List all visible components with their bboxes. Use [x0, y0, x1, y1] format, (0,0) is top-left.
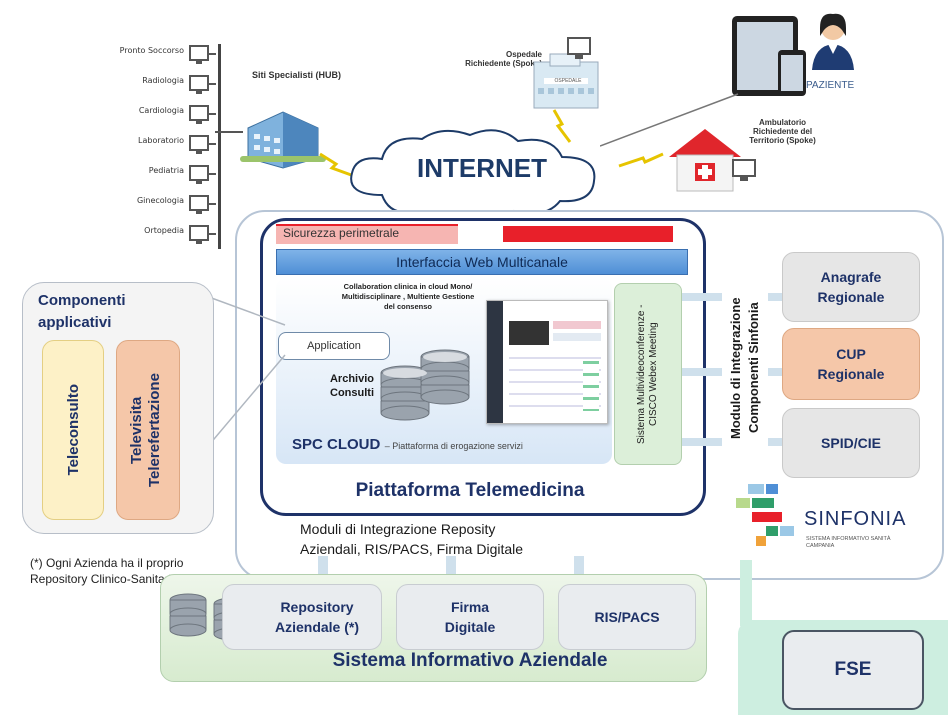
monitor-icon — [189, 195, 216, 214]
internet-label: INTERNET — [417, 153, 547, 183]
note-text: (*) Ogni Azienda ha il proprio Repositor… — [30, 556, 184, 586]
arrow-connector — [768, 438, 784, 446]
moduli-line-2: Aziendali, RIS/PACS, Firma Digitale — [300, 541, 524, 557]
sinfonia-logo: SINFONIA — [804, 508, 907, 530]
sicurezza-red-bar — [503, 226, 673, 242]
modulo-sinfonia-label: Modulo di Integrazione Componenti Sinfon… — [728, 296, 761, 439]
arrow-connector — [318, 556, 328, 586]
archivio-consulti-label: Archivio Consulti — [329, 373, 374, 399]
computer-icon — [732, 159, 756, 181]
rispacs-label: RIS/PACS — [594, 609, 660, 625]
clinic-house-icon — [669, 129, 741, 192]
televisita-box: Televisita Telerefertazione — [116, 340, 180, 520]
cup-box: CUP Regionale — [782, 328, 920, 400]
arrow-connector — [682, 293, 722, 301]
teleconsulto-box: Teleconsulto — [42, 340, 104, 520]
telemedicina-platform-frame — [260, 218, 706, 516]
monitor-icon — [189, 225, 216, 244]
site-label: Ginecologia — [136, 196, 184, 205]
hospital-sign: OSPEDALE — [554, 78, 582, 84]
sinfonia-logo-icon — [736, 484, 794, 546]
anagrafe-label: Anagrafe Regionale — [817, 269, 885, 305]
sicurezza-perimetrale-label: Sicurezza perimetrale — [283, 226, 400, 240]
arrow-connector — [574, 556, 584, 586]
lightning-icon — [319, 152, 355, 178]
firma-digitale-box: Firma Digitale — [396, 584, 544, 650]
ambulatorio-label: Ambulatorio Richiedente del Territorio (… — [749, 118, 816, 145]
sicurezza-perimetrale-bar — [276, 224, 458, 244]
tablet-icon — [732, 16, 806, 96]
site-label: Laboratorio — [138, 136, 184, 145]
ospedale-label: Ospedale Richiedente (Spoke) — [465, 50, 542, 68]
database-icon — [380, 349, 470, 421]
moduli-integrazione-text: Moduli di Integrazione Reposity Aziendal… — [300, 519, 620, 559]
site-label: Cardiologia — [138, 106, 184, 115]
patient-link-line — [600, 93, 739, 147]
arrow-connector — [446, 556, 456, 586]
site-label: Ortopedia — [144, 226, 184, 235]
interfaccia-web-label: Interfaccia Web Multicanale — [396, 254, 568, 270]
spc-cloud-label: SPC CLOUD — [292, 436, 381, 453]
spc-cloud-subtitle: – Piattaforma di erogazione servizi — [384, 441, 523, 451]
sinfonia-subtitle: SISTEMA INFORMATIVO SANITÀ CAMPANIA — [806, 536, 891, 549]
computer-icon — [567, 37, 591, 59]
application-button[interactable]: Application — [278, 332, 390, 360]
componenti-title: Componenti applicativi — [38, 292, 126, 331]
site-label: Pediatria — [148, 166, 184, 175]
rispacs-box: RIS/PACS — [558, 584, 696, 650]
televisita-label: Televisita Telerefertazione — [128, 373, 163, 487]
hub-link-line — [215, 131, 243, 133]
moduli-line-1: Moduli di Integrazione Reposity — [300, 521, 496, 537]
firma-digitale-label: Firma Digitale — [444, 599, 496, 635]
webex-box: Sistema Multivideoconferenze - CISCO Web… — [614, 283, 682, 465]
platform-screenshot — [486, 300, 608, 424]
patient-label: PAZIENTE — [806, 80, 855, 91]
monitor-icon — [189, 105, 216, 124]
teleconsulto-label: Teleconsulto — [64, 384, 82, 476]
modulo-sinfonia-box: Modulo di Integrazione Componenti Sinfon… — [722, 260, 768, 475]
arrow-connector — [682, 368, 722, 376]
arrow-connector — [682, 438, 722, 446]
hub-label: Siti Specialisti (HUB) — [252, 70, 342, 80]
fse-box: FSE — [782, 630, 924, 710]
spc-cloud-title: SPC CLOUD – Piattaforma di erogazione se… — [292, 436, 523, 454]
site-label: Radiologia — [142, 76, 184, 85]
sistema-aziendale-label: Sistema Informativo Aziendale — [332, 650, 608, 671]
monitor-icon — [189, 165, 216, 184]
site-label: Pronto Soccorso — [119, 46, 184, 55]
patient-avatar-icon — [812, 13, 854, 70]
monitor-icon — [189, 135, 216, 154]
arrow-connector — [768, 368, 784, 376]
piattaforma-telemedicina-label: Piattaforma Telemedicina — [355, 480, 585, 501]
webex-label: Sistema Multivideoconferenze - CISCO Web… — [636, 304, 659, 444]
collaboration-text: Collaboration clinica in cloud Mono/ Mul… — [341, 282, 475, 311]
interfaccia-web-bar: Interfaccia Web Multicanale — [276, 249, 688, 275]
cup-label: CUP Regionale — [817, 346, 885, 382]
repository-box: Repository Aziendale (*) — [222, 584, 382, 650]
spid-box: SPID/CIE — [782, 408, 920, 478]
spid-label: SPID/CIE — [821, 435, 881, 451]
repository-label: Repository Aziendale (*) — [274, 599, 359, 635]
lightning-icon — [552, 109, 572, 143]
hospital-building-icon — [533, 53, 599, 109]
arrow-connector — [740, 560, 752, 626]
application-label: Application — [307, 340, 361, 352]
monitor-icon — [189, 45, 216, 64]
arrow-connector — [768, 293, 784, 301]
hub-building-icon — [240, 111, 326, 169]
lightning-icon — [618, 152, 664, 168]
hub-bus-line — [218, 44, 221, 249]
fse-label: FSE — [834, 659, 872, 680]
anagrafe-box: Anagrafe Regionale — [782, 252, 920, 322]
monitor-icon — [189, 75, 216, 94]
